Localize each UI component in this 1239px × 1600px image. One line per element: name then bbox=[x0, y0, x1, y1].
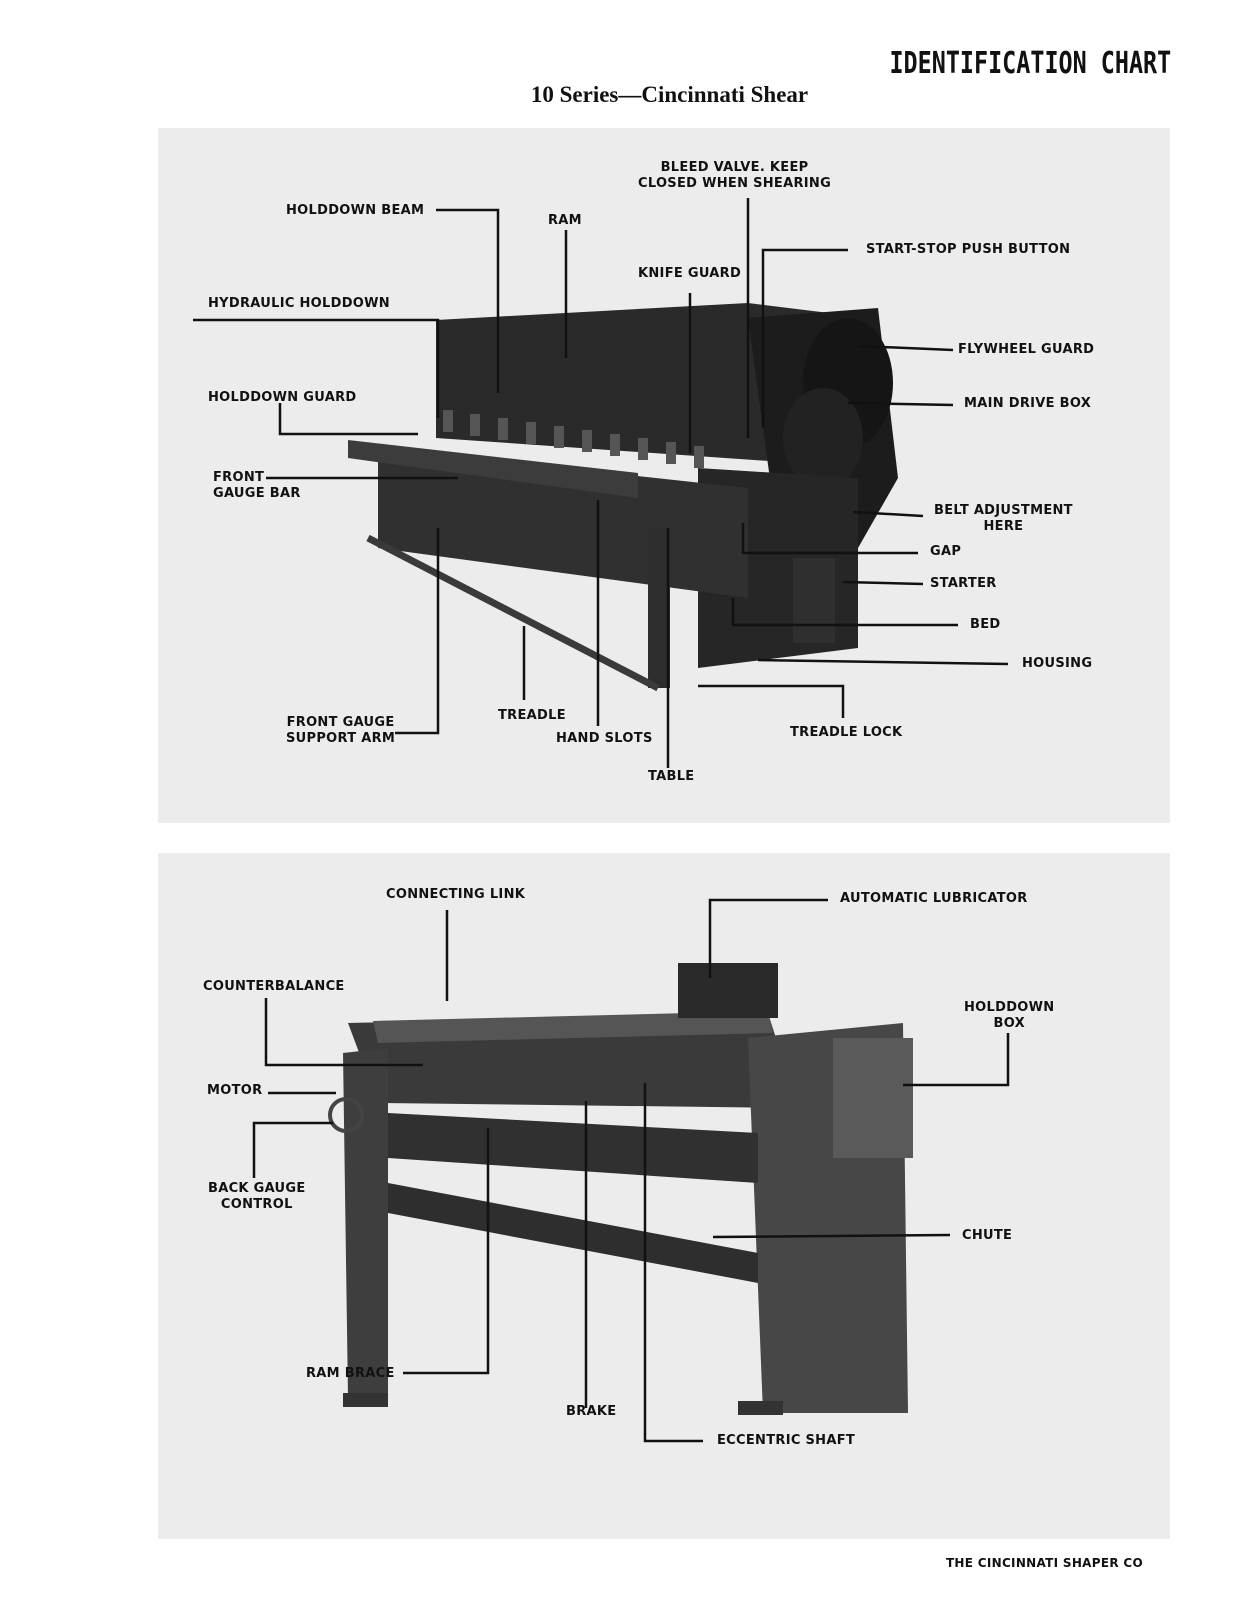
label-bleed-valve: BLEED VALVE. KEEP CLOSED WHEN SHEARING bbox=[638, 160, 832, 191]
left-foot bbox=[343, 1393, 388, 1407]
rear-top-cover bbox=[373, 1011, 773, 1043]
label-holddown-guard: HOLDDOWN GUARD bbox=[208, 390, 357, 405]
table-leg bbox=[648, 528, 670, 688]
label-housing: HOUSING bbox=[1022, 656, 1093, 671]
chart-title: IDENTIFICATION CHART bbox=[889, 46, 1171, 81]
left-housing bbox=[343, 1048, 388, 1398]
rear-view-drawing bbox=[252, 898, 1010, 1443]
label-starter: STARTER bbox=[930, 576, 997, 591]
label-eccentric-shaft: ECCENTRIC SHAFT bbox=[717, 1433, 856, 1448]
label-main-drive-box: MAIN DRIVE BOX bbox=[964, 396, 1092, 411]
holddown-box bbox=[833, 1038, 913, 1158]
label-ram: RAM bbox=[548, 213, 582, 228]
label-holddown-box: HOLDDOWN BOX bbox=[964, 1000, 1055, 1031]
label-treadle: TREADLE bbox=[498, 708, 566, 723]
label-holddown-beam: HOLDDOWN BEAM bbox=[286, 203, 425, 218]
rear-bed bbox=[388, 1113, 758, 1183]
label-treadle-lock: TREADLE LOCK bbox=[790, 725, 903, 740]
label-hand-slots: HAND SLOTS bbox=[556, 731, 653, 746]
label-back-gauge-control: BACK GAUGE CONTROL bbox=[208, 1181, 306, 1212]
label-front-gauge-bar: FRONT GAUGE BAR bbox=[213, 470, 301, 501]
label-automatic-lubricator: AUTOMATIC LUBRICATOR bbox=[840, 891, 1028, 906]
label-connecting-link: CONNECTING LINK bbox=[386, 887, 526, 902]
label-front-gauge-support-arm: FRONT GAUGE SUPPORT ARM bbox=[286, 715, 396, 746]
rear-leader-lines bbox=[252, 898, 1010, 1443]
holddown-feet bbox=[443, 410, 704, 468]
label-start-stop-push-button: START-STOP PUSH BUTTON bbox=[866, 242, 1071, 257]
label-flywheel-guard: FLYWHEEL GUARD bbox=[958, 342, 1095, 357]
label-brake: BRAKE bbox=[566, 1404, 617, 1419]
footer-publisher: THE CINCINNATI SHAPER CO bbox=[945, 1556, 1143, 1570]
back-gauge-wheel bbox=[328, 1097, 364, 1133]
treadle-bar bbox=[366, 534, 660, 692]
right-foot bbox=[738, 1401, 783, 1415]
chart-subtitle: 10 Series—Cincinnati Shear bbox=[530, 82, 809, 107]
label-belt-adjustment: BELT ADJUSTMENT HERE bbox=[934, 503, 1073, 534]
main-drive bbox=[783, 388, 863, 488]
label-table: TABLE bbox=[648, 769, 695, 784]
front-leader-lines bbox=[193, 198, 1009, 768]
rear-view-panel: CONNECTING LINK AUTOMATIC LUBRICATOR COU… bbox=[158, 853, 1170, 1539]
front-view-drawing bbox=[193, 198, 1009, 768]
label-knife-guard: KNIFE GUARD bbox=[638, 266, 742, 281]
label-hydraulic-holddown: HYDRAULIC HOLDDOWN bbox=[208, 296, 390, 311]
label-gap: GAP bbox=[930, 544, 962, 559]
automatic-lubricator-box bbox=[678, 963, 778, 1018]
label-counterbalance: COUNTERBALANCE bbox=[203, 979, 345, 994]
chute bbox=[388, 1183, 758, 1283]
label-motor: MOTOR bbox=[207, 1083, 263, 1098]
front-table bbox=[348, 440, 638, 498]
starter-box bbox=[793, 558, 835, 643]
front-view-panel: BLEED VALVE. KEEP CLOSED WHEN SHEARING H… bbox=[158, 128, 1170, 823]
label-ram-brace: RAM BRACE bbox=[306, 1366, 395, 1381]
label-bed: BED bbox=[970, 617, 1001, 632]
label-chute: CHUTE bbox=[962, 1228, 1013, 1243]
